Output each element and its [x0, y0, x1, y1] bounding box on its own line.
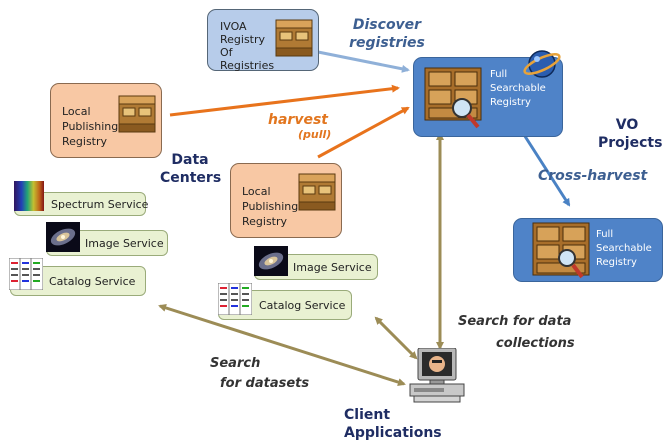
vo-projects-label: VO Projects — [598, 116, 662, 152]
catalog-table-icon — [218, 283, 252, 315]
full-searchable-registry-label: Full Searchable Registry — [490, 69, 546, 108]
data-centers-text: Data Centers — [160, 152, 222, 186]
client-applications-label: Client Applications — [344, 406, 444, 442]
catalog-service-mid-label: Catalog Service — [259, 299, 346, 312]
search-datasets-line1: Search — [210, 356, 261, 371]
cross-harvest-arrow — [519, 128, 571, 207]
discover-registries-label: Discover registries — [337, 16, 437, 52]
computer-terminal-icon — [409, 348, 465, 403]
magnifier-icon — [558, 249, 584, 279]
ivoa-registry-label: IVOA Registry Of Registries — [220, 20, 275, 72]
harvest-label: harvest — [268, 112, 328, 128]
local-publishing-registry-1: Local Publishing Registry — [50, 83, 162, 158]
image-service-mid-label: Image Service — [293, 261, 372, 274]
local-publishing-registry-1-label: Local Publishing Registry — [62, 105, 119, 148]
drawer-cabinet-icon — [298, 173, 336, 211]
harvest-arrow-bottom — [317, 106, 410, 159]
galaxy-icon — [254, 246, 288, 276]
search-collections-line1: Search for data — [458, 314, 572, 329]
discover-registries-text: Discover registries — [349, 17, 425, 51]
drawer-cabinet-icon — [118, 95, 156, 133]
image-service-left-label: Image Service — [85, 237, 164, 250]
harvest-arrow-top — [169, 84, 400, 117]
pull-label: (pull) — [298, 128, 332, 141]
full-searchable-registry-bottom: Full Searchable Registry — [513, 218, 663, 282]
drawer-cabinet-icon — [275, 19, 313, 57]
ivoa-registry-box: IVOA Registry Of Registries — [207, 9, 319, 72]
vo-projects-text: VO Projects — [598, 117, 663, 151]
data-centers-label: Data Centers — [160, 151, 222, 187]
search-datasets-line2: for datasets — [220, 376, 310, 391]
spectrum-icon — [14, 181, 44, 211]
catalog-table-icon — [9, 258, 43, 290]
catalog-service-left-label: Catalog Service — [49, 275, 136, 288]
vo-globe-logo — [523, 50, 561, 78]
spectrum-service-label: Spectrum Service — [51, 198, 149, 211]
local-publishing-registry-2: Local Publishing Registry — [230, 163, 342, 238]
drawer-cabinet-icon — [532, 222, 590, 276]
discover-arrow — [317, 50, 410, 73]
client-leftservices-arrow — [158, 304, 406, 386]
cross-harvest-label: Cross-harvest — [538, 168, 648, 184]
galaxy-icon — [46, 222, 80, 252]
search-collections-line2: collections — [496, 336, 575, 351]
local-publishing-registry-2-label: Local Publishing Registry — [242, 185, 299, 228]
full-searchable-registry-bottom-label: Full Searchable Registry — [596, 229, 652, 268]
client-applications-text: Client Applications — [344, 407, 442, 441]
magnifier-icon — [452, 98, 480, 129]
